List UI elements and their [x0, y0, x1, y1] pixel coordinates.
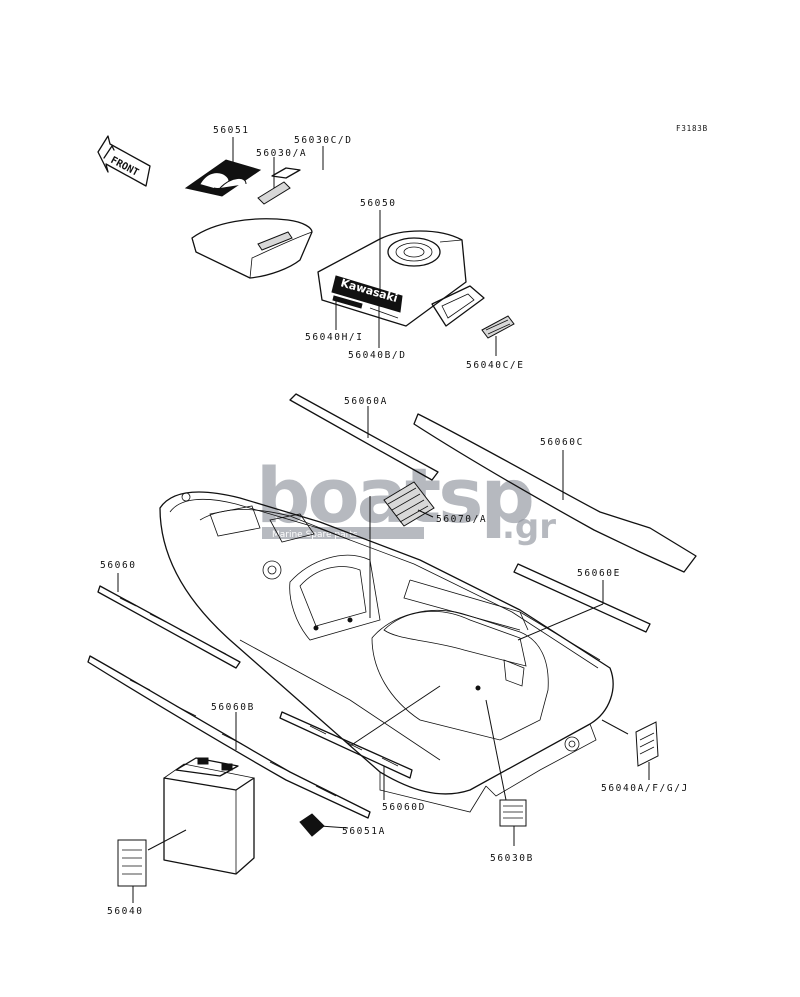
callout-56030b: 56030B: [490, 853, 534, 864]
callout-56040hi: 56040H/I: [305, 332, 364, 343]
battery-drawing: [163, 757, 255, 875]
callout-56060d: 56060D: [382, 802, 426, 813]
stripe-56060d-drawing: [279, 711, 413, 779]
stripe-56060e-drawing: [513, 563, 651, 633]
callout-56040ce: 56040C/E: [466, 360, 525, 371]
stripe-56060b-drawing: [87, 655, 371, 819]
callout-56040afgj: 56040A/F/G/J: [601, 783, 689, 794]
callout-56060a: 56060A: [344, 396, 388, 407]
watermark-sub: Marine Spare parts: [272, 530, 358, 540]
callout-56060: 56060: [100, 560, 137, 571]
label-56040afgj-drawing: [635, 721, 659, 767]
watermark-logo: boatsp .gr Marine Spare parts: [256, 451, 556, 547]
watermark-suffix: .gr: [502, 507, 556, 547]
decal-56030a-drawing: [257, 181, 291, 205]
figure-code: F3183B: [676, 124, 708, 133]
decal-56040ce-drawing: [481, 315, 515, 339]
stripe-56060c-drawing: [413, 413, 697, 573]
callout-56050: 56050: [360, 198, 397, 209]
label-56040-drawing: [117, 839, 147, 887]
callout-56030cd: 56030C/D: [294, 135, 353, 146]
vent-decal-56070a-drawing: [383, 481, 435, 527]
label-56030b-drawing: [499, 799, 527, 827]
hull-drawing: [159, 491, 614, 813]
callout-56051: 56051: [213, 125, 250, 136]
callout-56040: 56040: [107, 906, 144, 917]
callout-56051a: 56051A: [342, 826, 386, 837]
callout-56060c: 56060C: [540, 437, 584, 448]
callout-56060b: 56060B: [211, 702, 255, 713]
callout-56060e: 56060E: [577, 568, 621, 579]
stripe-56060-drawing: [97, 585, 241, 669]
leader-lines: [117, 137, 650, 903]
callout-56030a: 56030/A: [256, 148, 307, 159]
callout-56040bd: 56040B/D: [348, 350, 407, 361]
decal-56030cd-drawing: [271, 167, 301, 179]
front-arrow-icon: FRONT: [97, 135, 151, 187]
seat-drawing: [191, 218, 313, 279]
emblem-56051a-drawing: [299, 813, 325, 837]
stripe-56060a-drawing: [289, 393, 439, 481]
hood-drawing: Kawasaki: [317, 230, 485, 327]
seat-decal-56051-drawing: [184, 159, 262, 197]
callout-56070a: 56070/A: [436, 514, 487, 525]
